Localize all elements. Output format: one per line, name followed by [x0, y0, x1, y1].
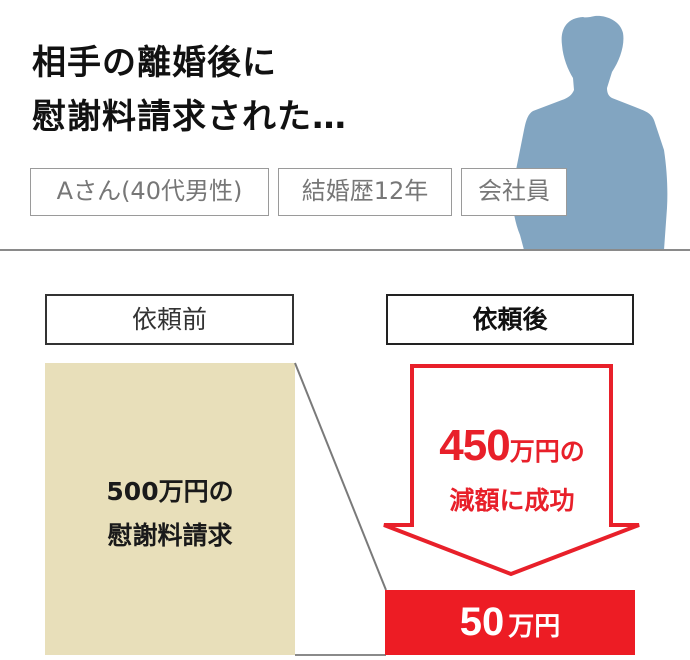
profile-tag-occupation: 会社員: [461, 168, 567, 216]
down-arrow-icon: [383, 364, 640, 577]
title-line-1: 相手の離婚後に: [32, 43, 277, 83]
profile-tag-person: Aさん(40代男性): [30, 168, 269, 216]
profile-tag-marriage: 結婚歴12年: [278, 168, 452, 216]
before-amount-line-1: 500万円の: [106, 477, 234, 506]
section-divider: [0, 249, 690, 251]
before-amount-text: 500万円の 慰謝料請求: [45, 470, 295, 558]
after-amount-unit: 万円: [508, 612, 561, 642]
connector-diagonal-line: [294, 362, 387, 591]
reduction-text: 450万円の 減額に成功: [412, 418, 612, 519]
page-title: 相手の離婚後に 慰謝料請求された…: [32, 36, 347, 144]
title-line-2: 慰謝料請求された…: [32, 97, 347, 137]
before-header: 依頼前: [45, 294, 294, 345]
after-header: 依頼後: [386, 294, 634, 345]
reduction-label: 減額に成功: [449, 486, 575, 515]
after-amount-value: 50: [459, 600, 505, 644]
reduction-amount: 450: [439, 421, 510, 470]
reduction-unit: 万円の: [509, 437, 585, 466]
before-amount-box: [45, 363, 295, 655]
before-amount-line-2: 慰謝料請求: [107, 521, 233, 550]
